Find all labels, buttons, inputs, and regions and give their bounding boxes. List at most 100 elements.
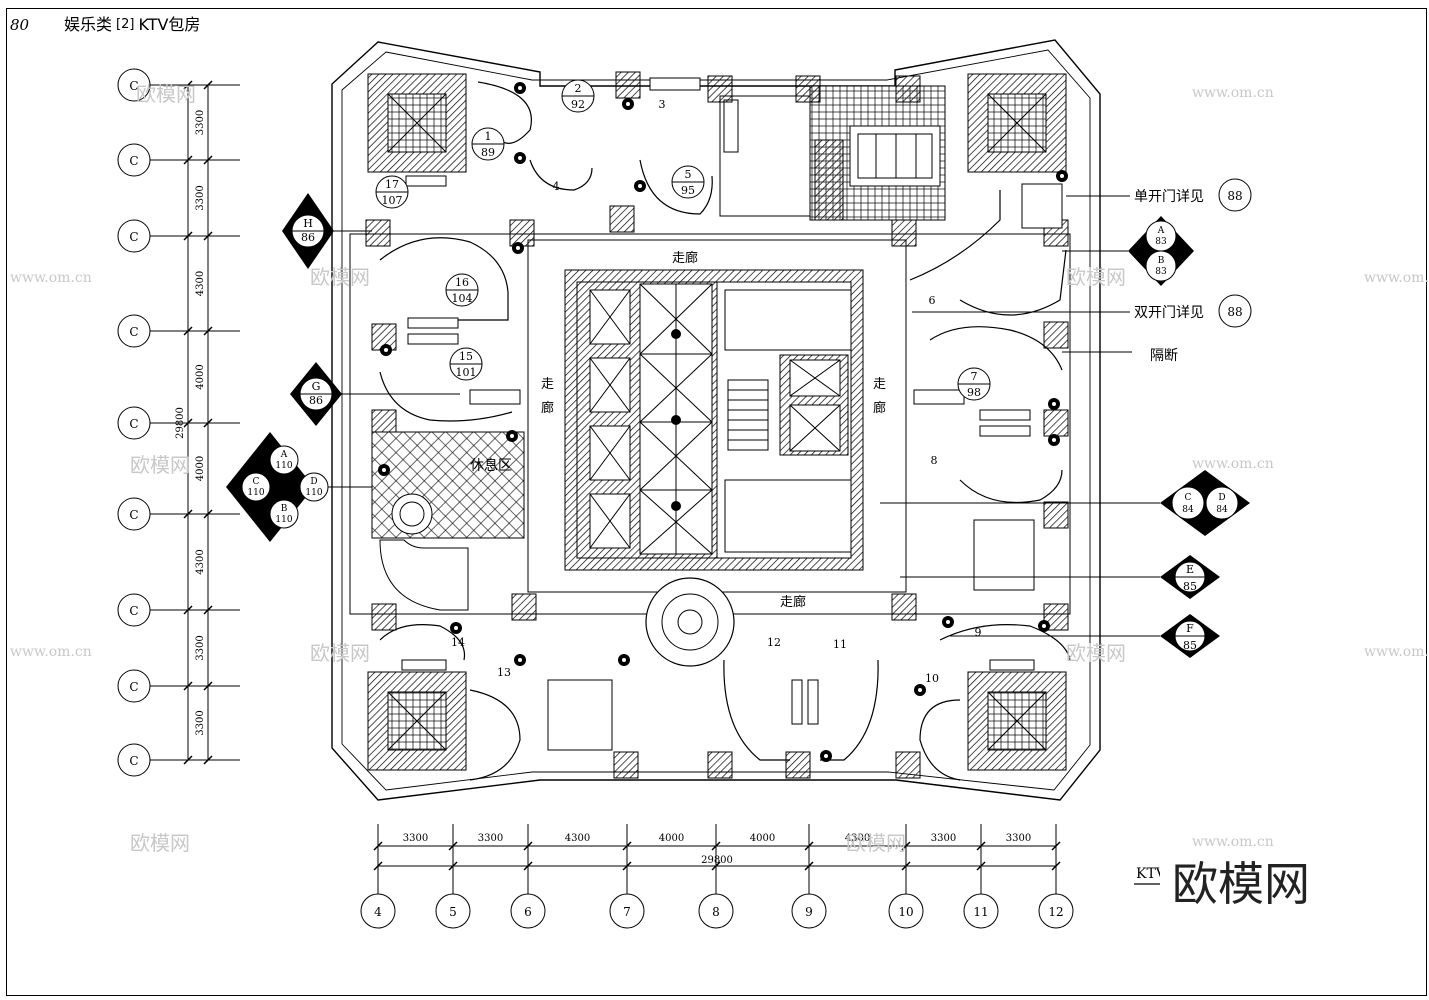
stairs xyxy=(547,519,1035,751)
callout-H: H 86 xyxy=(282,193,372,269)
svg-text:3: 3 xyxy=(659,98,666,111)
svg-text:B: B xyxy=(281,504,288,514)
svg-text:欧模网: 欧模网 xyxy=(1066,641,1126,665)
svg-text:16: 16 xyxy=(455,276,469,289)
dimension-value: 4300 xyxy=(195,271,206,296)
svg-text:欧模网: 欧模网 xyxy=(846,831,906,855)
svg-text:欧模网: 欧模网 xyxy=(136,82,196,106)
room-label-13: 13 xyxy=(497,666,511,679)
logo-text: 欧模网 xyxy=(1172,857,1310,911)
partition-note: 隔断 xyxy=(1150,348,1178,364)
svg-text:7: 7 xyxy=(971,370,978,383)
room-label-3: 3 xyxy=(659,98,666,111)
column xyxy=(785,751,811,779)
column xyxy=(707,751,733,779)
svg-text:B: B xyxy=(1158,256,1165,266)
callout-right-CD: C 84 D 84 xyxy=(880,470,1250,536)
room-label-9: 9 xyxy=(975,626,982,639)
dimension-value: 4300 xyxy=(565,833,590,844)
svg-text:www.om.cn: www.om.cn xyxy=(10,270,92,286)
svg-text:E: E xyxy=(1186,563,1194,576)
dimension-value: 3300 xyxy=(195,710,206,735)
svg-text:2: 2 xyxy=(575,82,582,95)
room-label-6: 6 xyxy=(929,294,936,307)
svg-text:C: C xyxy=(1185,493,1192,503)
dimension-value: 3300 xyxy=(478,833,503,844)
column xyxy=(509,219,535,247)
grid-axis-bottom: 4 xyxy=(374,905,382,919)
svg-text:107: 107 xyxy=(382,194,403,207)
room-label-11: 11 xyxy=(833,638,847,651)
svg-text:5: 5 xyxy=(685,168,692,181)
corridor-label-right-1: 走 xyxy=(873,377,886,392)
room-label-10: 10 xyxy=(925,672,939,685)
svg-text:85: 85 xyxy=(1183,639,1197,652)
svg-text:110: 110 xyxy=(305,488,322,498)
grid-axis-left: C xyxy=(129,604,138,618)
svg-text:17: 17 xyxy=(385,178,399,191)
grid-axis-left: C xyxy=(129,508,138,522)
grid-axis-bottom: 6 xyxy=(524,905,532,919)
svg-text:110: 110 xyxy=(275,461,292,471)
svg-text:欧模网: 欧模网 xyxy=(130,453,190,477)
column xyxy=(1043,501,1069,529)
column xyxy=(895,75,921,103)
column xyxy=(371,603,397,631)
svg-text:86: 86 xyxy=(309,394,323,407)
column xyxy=(1043,603,1069,631)
dimension-value: 4000 xyxy=(750,833,775,844)
room-label-14: 14 xyxy=(451,636,465,649)
svg-text:83: 83 xyxy=(1155,267,1167,277)
svg-text:95: 95 xyxy=(681,184,695,197)
room-sofas xyxy=(379,81,1071,781)
grid-axis-left: C xyxy=(129,230,138,244)
double-door-ref: 88 xyxy=(1227,305,1242,319)
callout-right-AB: A 83 B 83 xyxy=(1062,216,1194,286)
svg-text:D: D xyxy=(1218,493,1225,503)
grid-axis-bottom: 11 xyxy=(973,905,988,919)
svg-text:4: 4 xyxy=(553,180,560,193)
corridor-label-top: 走廊 xyxy=(672,250,698,266)
column xyxy=(1043,409,1069,437)
svg-text:www.om.cn: www.om.cn xyxy=(1364,270,1429,286)
svg-text:8: 8 xyxy=(931,454,938,467)
dimension-value: 3300 xyxy=(931,833,956,844)
svg-text:92: 92 xyxy=(571,98,585,111)
room-label-8: 8 xyxy=(931,454,938,467)
grid-axis-left: C xyxy=(129,154,138,168)
watermarks: 欧模网 www.om.cn www.om.cn 欧模网 欧模网 www.om.c… xyxy=(10,82,1429,855)
svg-text:84: 84 xyxy=(1216,505,1228,515)
svg-text:G: G xyxy=(312,380,321,393)
room-label-1: 189 xyxy=(471,127,505,161)
single-door-note: 单开门详见 xyxy=(1134,189,1204,205)
grid-axis-bottom: 8 xyxy=(712,905,720,919)
svg-text:6: 6 xyxy=(929,294,936,307)
svg-text:84: 84 xyxy=(1182,505,1194,515)
svg-text:98: 98 xyxy=(967,386,981,399)
grid-axis-bottom: 5 xyxy=(449,905,457,919)
core-bottom-right xyxy=(967,671,1067,771)
svg-text:1: 1 xyxy=(485,130,492,143)
grid-axis-left: C xyxy=(129,325,138,339)
corridor-label-left-1: 走 xyxy=(541,377,554,392)
dimension-value: 3300 xyxy=(403,833,428,844)
core-top-left xyxy=(367,73,467,173)
corridor-labels: 走廊 走廊 走 廊 走 廊 休息区 xyxy=(470,250,886,610)
callout-F: F 85 xyxy=(950,614,1220,658)
svg-text:11: 11 xyxy=(833,638,847,651)
dimension-value: 4000 xyxy=(195,456,206,481)
grid-axis-bottom: 7 xyxy=(623,905,631,919)
svg-text:86: 86 xyxy=(301,231,315,244)
svg-text:F: F xyxy=(1186,622,1194,635)
dimension-value: 4300 xyxy=(195,549,206,574)
category-index: [2] xyxy=(116,17,135,32)
svg-text:89: 89 xyxy=(481,146,495,159)
grid-axis-left: C xyxy=(129,417,138,431)
grid-axis-left: C xyxy=(129,680,138,694)
rotunda xyxy=(645,577,735,667)
svg-text:A: A xyxy=(1157,226,1165,236)
svg-text:H: H xyxy=(303,217,313,230)
